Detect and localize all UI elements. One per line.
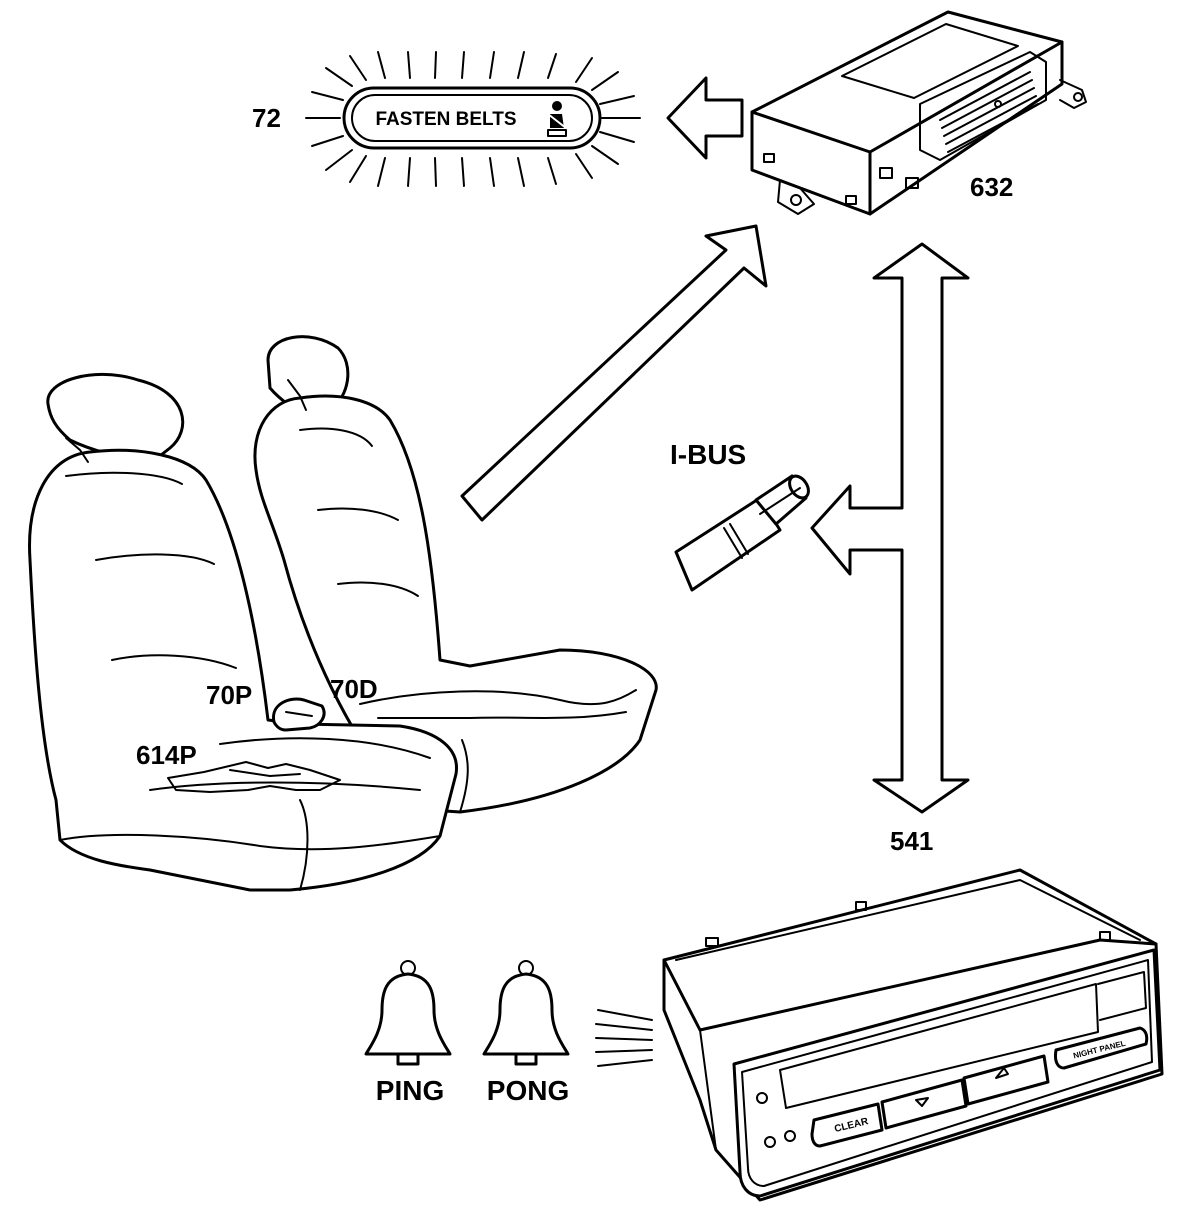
ping-bell-icon <box>364 960 452 1066</box>
ibus-label: I-BUS <box>670 439 746 470</box>
ref-632-label: 632 <box>970 172 1013 202</box>
up-arrow-icon <box>995 1067 1009 1079</box>
front-seats <box>28 335 658 892</box>
i-bus-cable-icon <box>674 474 810 592</box>
night-panel-button[interactable]: NIGHT PANEL <box>1054 1026 1149 1070</box>
seatbelt-person-icon <box>547 101 567 137</box>
lamp-housing <box>342 86 602 150</box>
occupancy-sensor-mat <box>167 761 341 793</box>
indicator-led-left <box>756 1092 768 1104</box>
sound-lines <box>595 1009 653 1067</box>
fasten-belts-warning-lamp: FASTEN BELTS <box>305 51 641 187</box>
up-button[interactable] <box>962 1054 1050 1106</box>
pong-bell-icon <box>482 960 570 1066</box>
clear-button[interactable]: CLEAR <box>810 1102 884 1148</box>
control-module-632 <box>750 10 1087 216</box>
knob-1 <box>764 1136 776 1148</box>
bus-double-arrow <box>810 242 970 814</box>
ref-70p-label: 70P <box>206 680 252 710</box>
lamp-housing-inner <box>351 94 593 142</box>
module-to-lamp-arrow <box>666 76 744 160</box>
ref-614p-label: 614P <box>136 740 197 770</box>
seat-to-module-arrow <box>460 224 768 522</box>
ref-70d-label: 70D <box>330 674 378 704</box>
module-connector-pins <box>939 71 1039 153</box>
ping-label: PING <box>376 1075 444 1106</box>
lamp-glow-rays <box>305 51 641 187</box>
down-button[interactable] <box>880 1078 968 1130</box>
knob-2 <box>784 1130 796 1142</box>
driver-seat <box>253 335 658 814</box>
ref-541-label: 541 <box>890 826 933 856</box>
passenger-seat <box>28 372 458 892</box>
down-arrow-icon <box>915 1097 929 1107</box>
ref-72-label: 72 <box>252 103 281 133</box>
fasten-belts-text: FASTEN BELTS <box>375 109 516 130</box>
pong-label: PONG <box>487 1075 569 1106</box>
display-unit-541: CLEAR NIGHT PANEL <box>662 868 1164 1202</box>
